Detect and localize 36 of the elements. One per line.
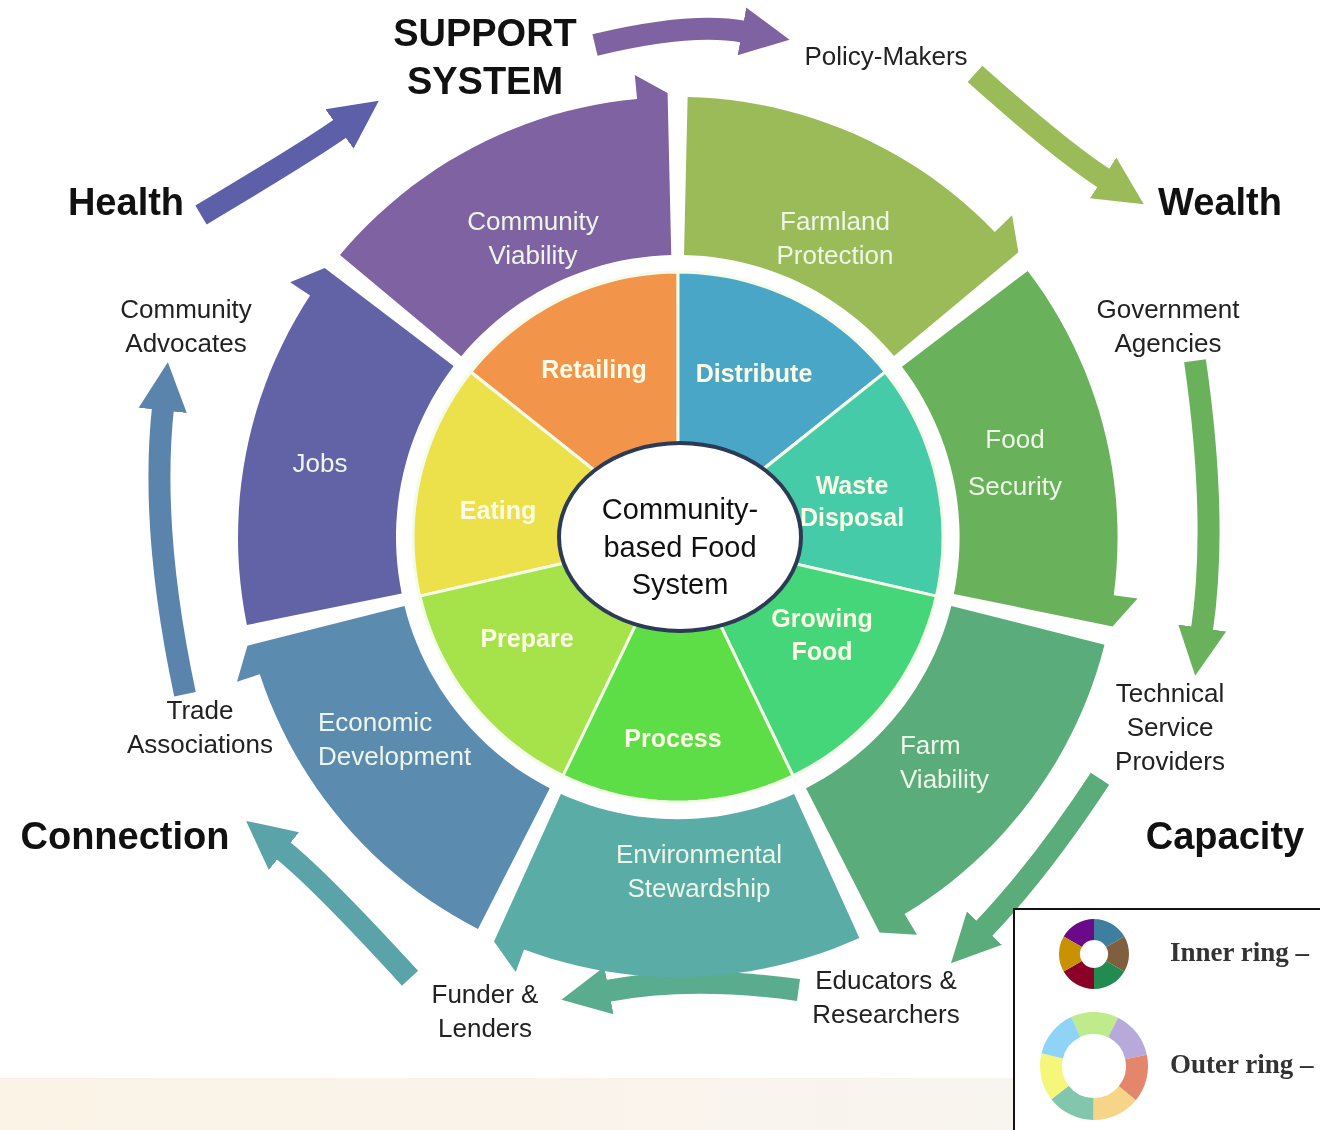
stakeholder-label: Policy-Makers (791, 40, 981, 74)
segment-label: Process (623, 722, 723, 754)
segment-label: Waste Disposal (798, 469, 906, 533)
heading: Wealth (1145, 179, 1295, 227)
curved-arrow (951, 772, 1110, 964)
segment-label: Eating (458, 494, 538, 526)
segment-label: Environmental Stewardship (614, 838, 784, 905)
segment-label: Economic Development (318, 706, 473, 773)
curved-arrow (1178, 359, 1227, 676)
heading: SUPPORT SYSTEM (375, 9, 595, 105)
segment-label: Community Viability (466, 205, 600, 272)
curved-arrow (195, 101, 380, 225)
stakeholder-label: Technical Service Providers (1095, 677, 1245, 779)
heading: Connection (5, 813, 245, 861)
stakeholder-label: Government Agencies (1080, 293, 1256, 361)
curved-arrow (967, 65, 1144, 205)
curved-arrow (592, 7, 790, 56)
curved-arrow (246, 820, 419, 986)
stakeholder-label: Funder & Lenders (410, 978, 560, 1046)
segment-label: Jobs (291, 447, 349, 481)
heading: Capacity (1144, 814, 1306, 860)
center-label: Community-based Food System (600, 492, 760, 603)
segment-label: Food Security (967, 423, 1063, 503)
segment-label: Growing Food (770, 602, 874, 666)
segment-label: Retailing (540, 353, 648, 385)
curved-arrow (138, 362, 196, 697)
segment-label: Prepare (479, 622, 575, 654)
legend-label: Outer ring – (1170, 1049, 1314, 1080)
stakeholder-label: Community Advocates (98, 293, 274, 361)
heading: Health (51, 179, 201, 227)
legend-label: Inner ring – (1170, 937, 1310, 968)
stakeholder-label: Trade Associations (112, 694, 288, 762)
segment-label: Farmland Protection (775, 205, 895, 272)
segment-label: Distribute (694, 357, 814, 389)
stakeholder-label: Educators & Researchers (798, 964, 974, 1032)
segment-label: Farm Viability (900, 729, 991, 796)
